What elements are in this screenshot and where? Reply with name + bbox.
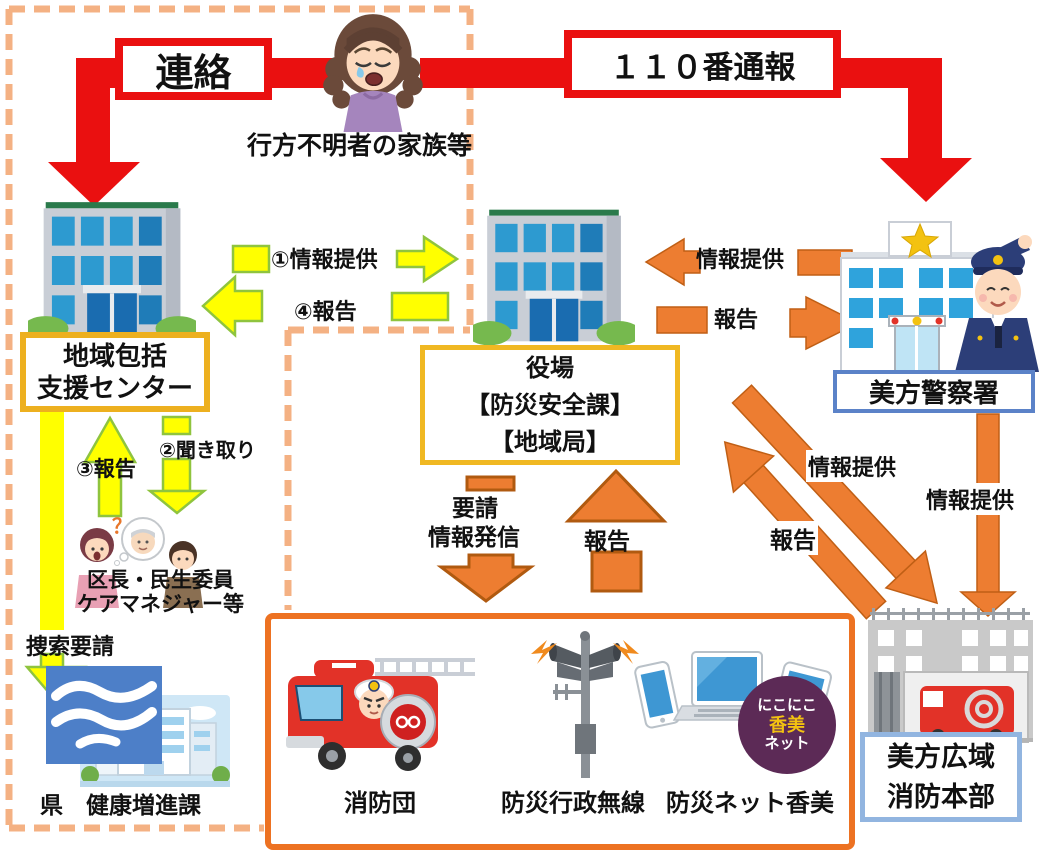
report-up-arrow <box>564 468 668 593</box>
net-caption: 防災ネット香美 <box>666 790 834 817</box>
shien-center-line1: 地域包括 <box>62 341 167 371</box>
diag-report-label: 報告 <box>768 521 818 555</box>
contact-box: 連絡 <box>115 38 272 100</box>
fire-truck-illustration <box>286 658 475 771</box>
shien-center-building <box>28 202 196 341</box>
badge-line3: ネット <box>764 735 810 753</box>
info1-label: ①情報提供 <box>271 247 378 272</box>
dashed-border <box>5 5 474 832</box>
prefecture-caption: 県 健康増進課 <box>40 792 201 818</box>
request-label-line1: 要請 <box>452 495 498 521</box>
fire-hq-building <box>868 608 1033 743</box>
fire-hq-line2: 消防本部 <box>887 782 995 812</box>
report3-label: ③報告 <box>76 458 136 481</box>
report-to-police-label: 報告 <box>714 307 759 332</box>
diag-info-label: 情報提供 <box>806 450 899 482</box>
report-to-police-arrow <box>656 295 860 351</box>
call110-box: １１０番通報 <box>564 30 841 98</box>
shien-center-line2: 支援センター <box>36 373 193 403</box>
request-label-line2: 情報発信 <box>428 524 520 550</box>
police-to-fire-info-label: 情報提供 <box>924 483 1017 515</box>
police-station-building <box>840 221 1039 372</box>
radio-caption: 防災行政無線 <box>501 790 645 817</box>
info-from-police-label: 情報提供 <box>696 247 785 272</box>
search-request-label: 捜索要請 <box>26 634 115 659</box>
committee-caption: 区長・民生委員 ケアマネジャー等 <box>58 569 263 617</box>
badge-line2: 香美 <box>769 714 805 735</box>
info1-arrow <box>231 234 460 284</box>
yakuba-line2: 【防災安全課】 <box>466 391 634 419</box>
fire-hq-line1: 美方広域 <box>887 742 995 772</box>
yakuba-line1: 役場 <box>526 354 574 382</box>
police-star-icon <box>900 222 940 259</box>
prefecture-flag <box>46 666 162 764</box>
request-down-arrow <box>436 475 536 603</box>
fire-hq-box: 美方広域 消防本部 <box>860 732 1022 822</box>
report4-label: ④報告 <box>294 299 357 324</box>
committee-line2: ケアマネジャー等 <box>77 593 244 616</box>
hearing2-label: ②聞き取り <box>159 440 256 462</box>
police-to-fire-arrow <box>959 413 1017 618</box>
disaster-radio-illustration <box>531 631 639 778</box>
family-illustration <box>323 14 423 132</box>
yakuba-building <box>473 209 635 346</box>
shien-center-box: 地域包括 支援センター <box>20 332 210 412</box>
police-officer <box>955 235 1039 372</box>
hearing2-down-arrow <box>146 415 208 515</box>
yakuba-box: 役場 【防災安全課】 【地域局】 <box>420 345 680 465</box>
committee-people-illustration: ？ <box>75 516 203 608</box>
fire-brigade-caption: 消防団 <box>344 790 416 817</box>
committee-line1: 区長・民生委員 <box>87 569 234 592</box>
contact-label: 連絡 <box>155 52 232 95</box>
call110-label: １１０番通報 <box>609 49 796 85</box>
family-caption: 行方不明者の家族等 <box>247 132 473 160</box>
report-up-label: 報告 <box>584 528 630 554</box>
orange-arrows <box>644 237 860 351</box>
police-box: 美方警察署 <box>833 370 1035 413</box>
report3-up-arrow <box>82 415 138 518</box>
question-mark: ？ <box>112 516 132 538</box>
police-label: 美方警察署 <box>868 378 999 408</box>
report4-arrow <box>201 274 450 338</box>
kami-net-badge: にこにこ 香美 ネット <box>738 676 836 774</box>
yakuba-line3: 【地域局】 <box>490 428 610 456</box>
badge-line1: にこにこ <box>757 697 817 715</box>
